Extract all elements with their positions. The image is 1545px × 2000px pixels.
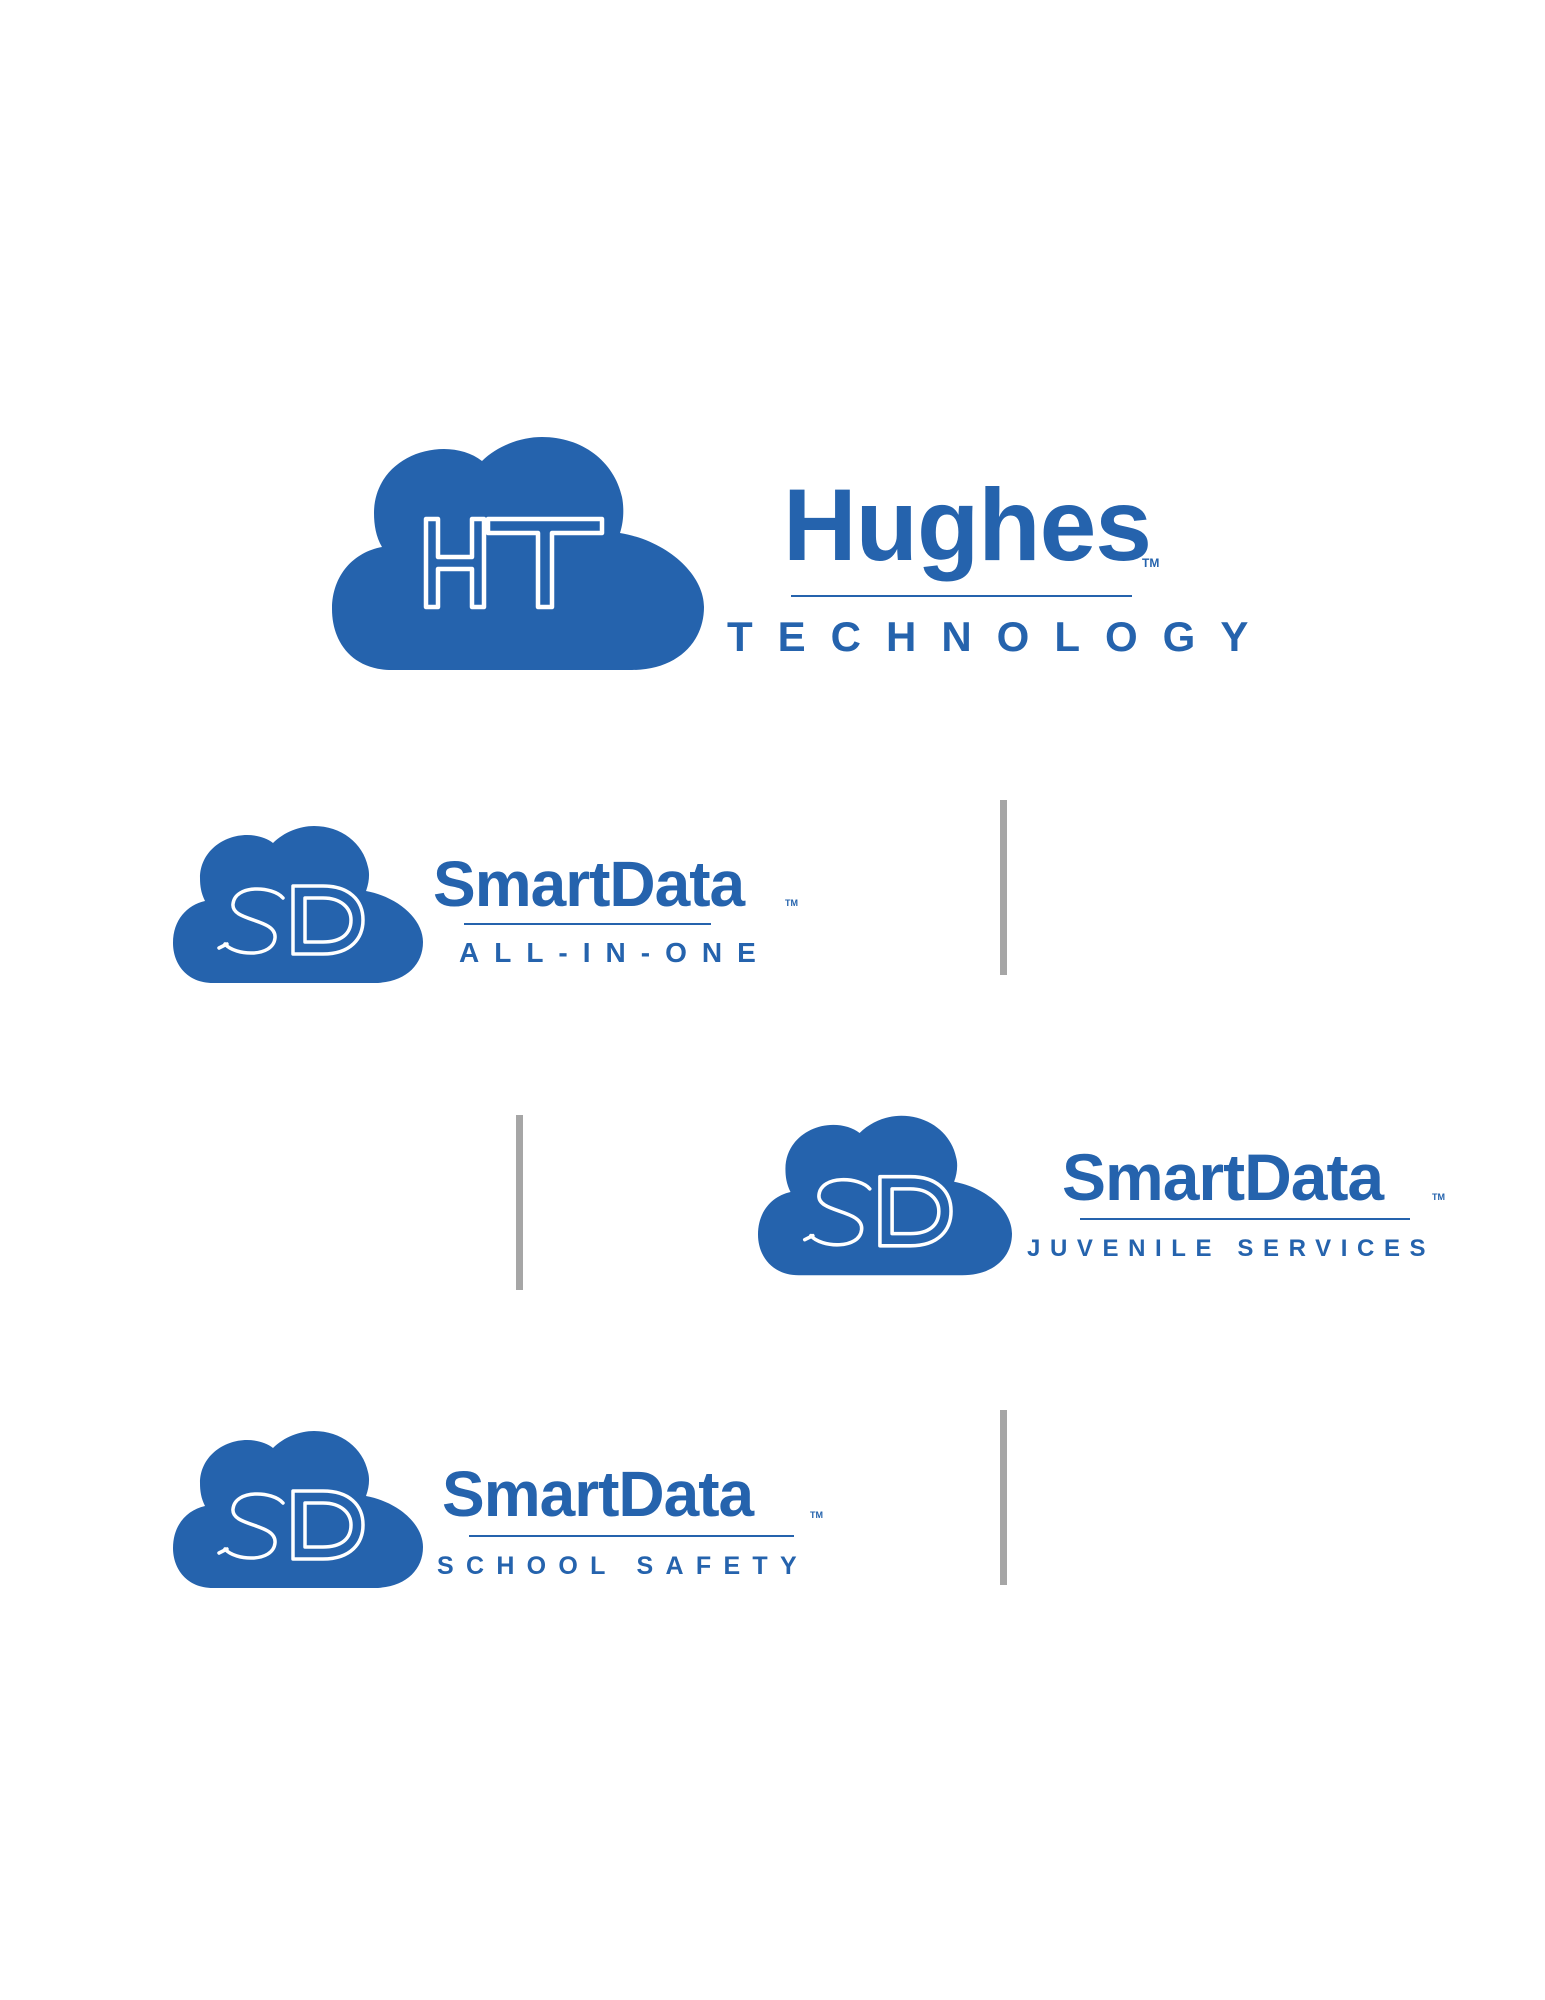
- sd-cloud-icon: [173, 826, 423, 983]
- all-in-one-rule: [464, 923, 711, 925]
- all-in-one-tagline: ALL-IN-ONE: [459, 937, 771, 968]
- hughes-tagline: TECHNOLOGY: [727, 613, 1274, 660]
- smartdata-juvenile-services-logo: SmartData TM JUVENILE SERVICES: [758, 1114, 1445, 1277]
- hughes-wordmark: Hughes: [783, 468, 1152, 582]
- juvenile-rule: [1080, 1218, 1410, 1220]
- hughes-trademark: TM: [1142, 556, 1160, 570]
- hughes-rule: [791, 595, 1132, 597]
- school-safety-tagline: SCHOOL SAFETY: [437, 1552, 809, 1580]
- sd-cloud-icon: [173, 1430, 423, 1589]
- divider-top: [1000, 800, 1007, 975]
- ht-cloud-icon: [332, 437, 704, 670]
- all-in-one-trademark: TM: [785, 898, 798, 908]
- smartdata-school-safety-logo: SmartData TM SCHOOL SAFETY: [173, 1430, 823, 1589]
- juvenile-trademark: TM: [1432, 1192, 1445, 1202]
- juvenile-tagline: JUVENILE SERVICES: [1027, 1235, 1436, 1262]
- school-safety-rule: [469, 1535, 794, 1537]
- smartdata-all-in-one-logo: SmartData TM ALL-IN-ONE: [173, 826, 798, 983]
- school-safety-wordmark: SmartData: [442, 1458, 754, 1530]
- divider-bottom: [1000, 1410, 1007, 1585]
- divider-middle: [516, 1115, 523, 1290]
- school-safety-trademark: TM: [810, 1510, 823, 1520]
- juvenile-wordmark: SmartData: [1062, 1140, 1384, 1214]
- all-in-one-wordmark: SmartData: [433, 848, 745, 920]
- hughes-technology-logo: Hughes TM TECHNOLOGY: [0, 0, 1545, 700]
- sd-cloud-icon: [758, 1114, 1012, 1277]
